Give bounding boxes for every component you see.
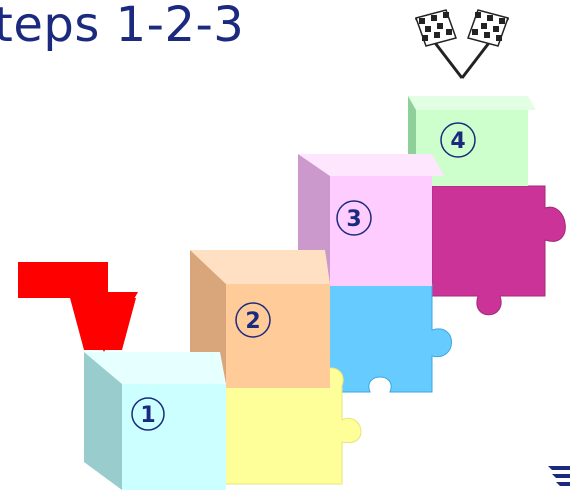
red-arrow-icon (18, 262, 138, 352)
step-badge-1: 1 (131, 397, 165, 431)
step-number-1: 1 (140, 403, 155, 428)
checkered-flags-icon (414, 9, 510, 79)
step-number-3: 3 (346, 207, 361, 232)
step-badge-4: 4 (440, 122, 476, 158)
page-title: teps 1-2-3 (0, 0, 245, 53)
step-number-4: 4 (450, 129, 465, 154)
step-badge-2: 2 (235, 302, 271, 338)
step-cube-1 (84, 352, 226, 490)
step-cube-3 (298, 154, 444, 296)
step-badge-3: 3 (336, 200, 372, 236)
corner-logo-icon (548, 466, 570, 486)
step-number-2: 2 (245, 309, 260, 334)
